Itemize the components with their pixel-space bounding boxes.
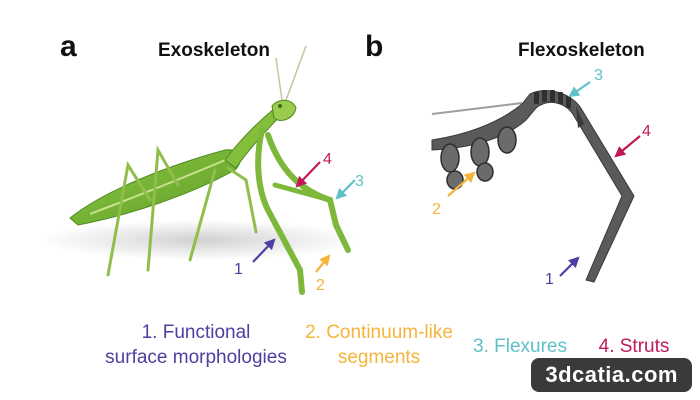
arrow-b-1 [559, 256, 580, 277]
legend-continuum-segments: 2. Continuum-like segments [294, 320, 464, 370]
mantis-illustration [40, 45, 360, 295]
arrow-a-3 [335, 179, 356, 200]
legend-1-line2: surface morphologies [105, 347, 287, 368]
callout-b-3: 3 [594, 67, 603, 84]
legend-4-line1: 4. Struts [598, 336, 670, 357]
arrow-b-4 [614, 135, 641, 158]
panel-b-label: b [365, 30, 384, 63]
callout-a-4: 4 [323, 151, 332, 168]
arrow-b-2 [447, 171, 476, 197]
flexoskeleton-title: Flexoskeleton [518, 40, 645, 61]
arrow-a-2 [315, 254, 331, 273]
legend-1-line1: 1. Functional [141, 322, 251, 343]
legend-flexures: 3. Flexures [466, 334, 574, 359]
flexoskeleton-illustration [431, 90, 635, 283]
callout-a-1: 1 [234, 261, 243, 278]
callout-b-4: 4 [642, 123, 651, 140]
callout-b-1: 1 [545, 271, 554, 288]
legend-2-line2: segments [337, 347, 421, 368]
callout-a-3: 3 [355, 173, 364, 190]
arrow-a-4 [295, 161, 321, 188]
panel-a-label: a [60, 30, 77, 63]
legend-2-line1: 2. Continuum-like [305, 322, 453, 343]
legend-struts: 4. Struts [584, 334, 684, 359]
legend-functional-surface: 1. Functional surface morphologies [96, 320, 296, 370]
arrow-a-1 [252, 238, 276, 263]
watermark-badge: 3dcatia.com [531, 358, 692, 392]
exoskeleton-title: Exoskeleton [158, 40, 270, 61]
callout-b-2: 2 [432, 201, 441, 218]
callout-a-2: 2 [316, 277, 325, 294]
legend-3-line1: 3. Flexures [473, 336, 567, 357]
arrow-b-3 [568, 81, 591, 98]
